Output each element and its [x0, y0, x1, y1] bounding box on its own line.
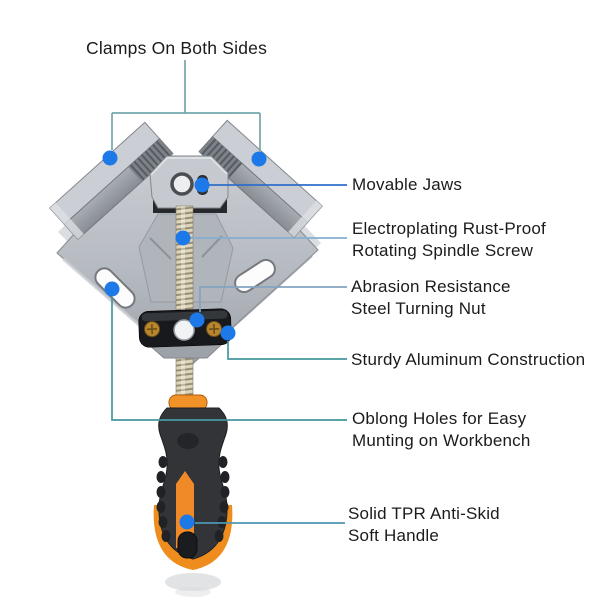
bracket-clamps-both-sides	[111, 60, 261, 151]
label-line: Electroplating Rust-Proof	[352, 219, 546, 238]
dot-left-clamp	[102, 150, 118, 166]
grip-ribs-right	[214, 456, 230, 542]
label-line: Soft Handle	[348, 526, 440, 545]
line-aluminum-construction	[227, 341, 347, 360]
label-spindle-screw: Electroplating Rust-Proof Rotating Spind…	[352, 218, 546, 262]
dot-aluminum-construction	[220, 325, 236, 341]
recess-chevrons	[149, 235, 223, 260]
dot-turning-nut	[189, 312, 205, 328]
label-line: Steel Turning Nut	[351, 299, 486, 318]
label-soft-handle: Solid TPR Anti-Skid Soft Handle	[348, 503, 500, 547]
dot-spindle-screw	[175, 230, 191, 246]
turning-nut	[138, 308, 232, 348]
label-movable-jaws: Movable Jaws	[352, 174, 462, 196]
label-line: Abrasion Resistance	[351, 277, 511, 296]
dot-right-clamp	[251, 151, 267, 167]
nut-center-hole	[173, 319, 195, 341]
label-line: Solid TPR Anti-Skid	[348, 504, 500, 523]
label-line: Sturdy Aluminum Construction	[351, 350, 586, 369]
label-line: Movable Jaws	[352, 175, 463, 194]
line-turning-nut	[199, 286, 347, 312]
label-aluminum-construction: Sturdy Aluminum Construction	[351, 349, 585, 371]
label-oblong-holes: Oblong Holes for Easy Munting on Workben…	[352, 408, 531, 452]
dot-movable-jaws	[194, 177, 210, 193]
dot-oblong-holes	[104, 281, 120, 297]
line-oblong-holes	[111, 297, 347, 421]
label-line: Oblong Holes for Easy	[352, 409, 527, 428]
callout-lines	[111, 60, 347, 524]
handle	[153, 394, 233, 570]
handle-reflection	[165, 573, 221, 597]
label-line: Rotating Spindle Screw	[352, 241, 534, 260]
right-jaw	[198, 119, 324, 238]
right-oblong-hole	[234, 258, 276, 294]
label-clamps-both-sides: Clamps On Both Sides	[86, 38, 268, 58]
handle-oblong-hole	[177, 531, 198, 559]
handle-bump	[177, 433, 199, 449]
movable-jaw-block	[149, 155, 229, 209]
dot-soft-handle	[179, 514, 195, 530]
callout-dots	[102, 150, 267, 530]
left-jaw	[48, 121, 174, 240]
carriage-hole	[170, 172, 194, 196]
label-line: Munting on Workbench	[352, 431, 531, 450]
grip-ribs-left	[156, 456, 171, 542]
label-turning-nut: Abrasion Resistance Steel Turning Nut	[351, 276, 511, 320]
